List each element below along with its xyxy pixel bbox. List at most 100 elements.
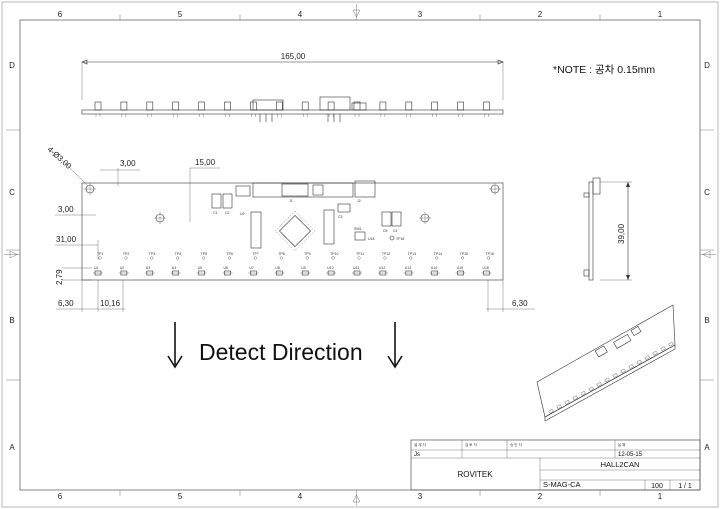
test-point-label: TP2 [123,252,129,256]
connector-j2 [354,180,376,198]
iso-connector-3 [630,325,642,337]
side-view-board [81,109,504,115]
side-view-components [94,101,490,117]
cap-right-1 [381,211,392,227]
test-point-pad [435,256,439,260]
sensor-label: U11 [353,266,359,270]
side-view-sensor [250,101,257,111]
side-connector-j1 [252,99,284,111]
col-label-top-2: 2 [538,10,543,19]
row-label-left-c: C [9,188,15,197]
test-point-label: TP16 [486,252,494,256]
iso-connector-2 [613,333,632,349]
row-label-right-b: B [704,316,709,325]
mounting-hole-top-left [84,183,96,195]
sensor-label: U12 [379,266,385,270]
date-label: 날 짜 [618,442,626,447]
date-value: 12-05-15 [618,452,643,458]
center-mark-left [4,250,20,259]
pcb-plan-view: 4-Ø3,00 3,00 3,00 15,00 31,00 2,79 6,30 … [46,145,535,312]
mounting-hole-inner-left [154,212,166,224]
drawing-number: S-MAG-CA [543,480,581,489]
col-label-bottom-6: 6 [58,492,63,501]
scale-value: 100 [651,483,663,490]
pcb-label-j1: J1 [289,199,293,203]
connector-j1 [281,183,309,197]
test-point-pad [227,256,231,260]
center-mark-right [700,250,716,259]
mounting-hole-inner-right [419,212,431,224]
iso-sensor-pad [596,382,602,387]
iso-sensor-pad [668,341,674,347]
test-point-label: TP15 [460,252,468,256]
test-point-pad [409,256,413,260]
iso-sensor-pad [612,373,618,378]
side-view-sensor [483,101,490,111]
col-label-top-5: 5 [178,10,183,19]
side-view-sensor [275,101,283,111]
sensor-label: U13 [405,266,411,270]
iso-sensor-pad [572,395,578,401]
test-point-label: TP4 [175,252,181,256]
row-label-left-d: D [9,61,15,70]
arrow-down-icon [387,322,403,369]
test-point-label: TP12 [382,252,390,256]
checker-label: 검 토 자 [465,442,478,447]
side-view-sensor [198,101,205,111]
iso-connector-1 [594,345,608,358]
pcb-label-c3: C3 [338,215,343,219]
iso-sensor-pad [644,355,650,360]
test-point-pad [357,256,361,260]
sheet-value: 1 / 1 [678,483,692,490]
right-view-comp-1 [583,192,590,198]
iso-sensor-pad [660,346,666,352]
side-view-sensor [301,101,309,111]
col-label-top-6: 6 [58,10,63,19]
test-point-label: TP9 [304,252,310,256]
sensor-label: U5 [198,266,203,270]
col-label-top-1: 1 [658,10,663,19]
resistor-array-left [250,211,262,249]
test-point-pad [305,256,309,260]
col-label-bottom-4: 4 [298,492,303,501]
drawing-title: HALL2CAN [601,460,640,469]
test-point-pad [176,256,180,260]
pcb-label-c1: C1 [213,211,218,215]
right-side-view: 39,00 [583,177,632,281]
side-view-sensor [405,101,413,111]
ic-left [235,185,251,197]
pcb-label-c5: C5 [383,229,388,233]
side-ic [351,102,367,111]
right-view-connector [592,177,601,195]
row-label-left-b: B [9,316,14,325]
test-point-pad [279,256,283,260]
sensor-label: U6 [224,266,229,270]
regulator [312,184,324,196]
sensor-label: U3 [146,266,151,270]
right-view-comp-2 [583,269,590,277]
pcb-label-u9: U9 [240,212,245,216]
iso-sensor-pad [580,390,586,396]
side-view-sensor [146,101,154,111]
test-point-label: TP7 [252,252,258,256]
dim-overall-width: 165,00 [281,52,306,61]
row-label-left-a: A [9,443,15,452]
col-label-top-3: 3 [418,10,423,19]
side-view-sensor [379,101,387,111]
sensor-row: TP1U1TP2U2TP3U3TP4U4TP5U5TP6U6TP7U7TP8U8… [93,252,494,276]
test-point-label: TP1 [97,252,103,256]
pcb-label-j2: J2 [357,199,361,203]
title-block: 설 계 자 검 토 자 승 인 자 날 짜 Js 12-05-15 ROVITE… [410,439,701,491]
iso-sensor-pad [652,350,658,356]
test-point-label: TP11 [356,252,364,256]
dim-hole-offset-x: 3,00 [120,159,136,168]
pcb-label-sw1: SW1 [354,227,362,231]
sensor-label: U15 [457,266,463,270]
mounting-hole-top-right [489,183,501,195]
designer-label: 설 계 자 [414,442,427,447]
col-label-bottom-2: 2 [538,492,543,501]
pcb-label-u18: U18 [368,237,374,241]
top-side-view: 165,00 [81,52,504,122]
sensor-label: U9 [301,266,306,270]
row-label-right-a: A [704,443,710,452]
